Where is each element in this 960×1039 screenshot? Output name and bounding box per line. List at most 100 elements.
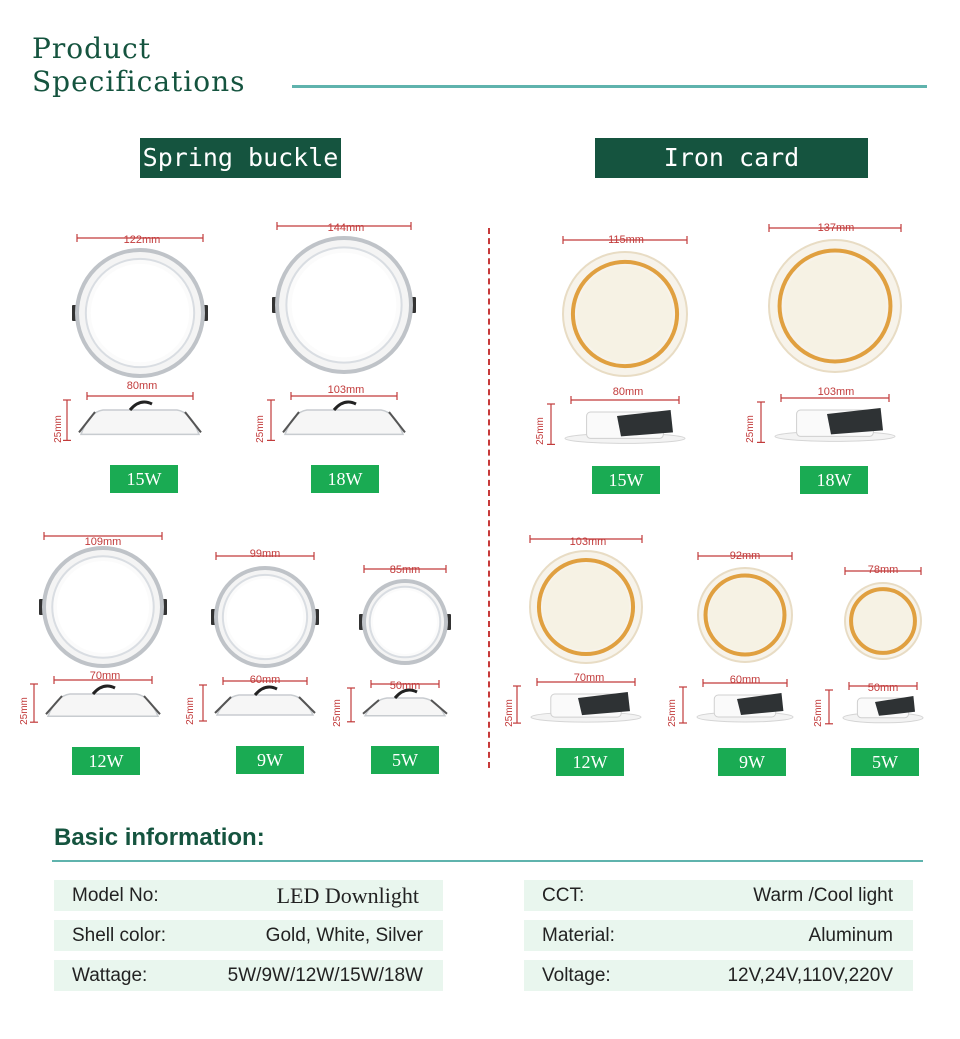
diameter-label: 122mm <box>123 234 161 246</box>
info-value: LED Downlight <box>276 882 419 908</box>
wattage-badge: 9W <box>236 746 304 774</box>
diameter-label: 99mm <box>249 548 281 560</box>
height-label: 25mm <box>504 699 515 727</box>
side-body <box>46 693 160 717</box>
power-cable <box>332 400 357 411</box>
downlight-panel <box>90 263 190 363</box>
product-iron-15w: 115mm 80mm 25mm 15W <box>532 230 722 496</box>
product-iron-12w: 103mm 70mm 25mm 12W <box>504 535 676 776</box>
cutout-label: 70mm <box>89 670 121 682</box>
cutout-label: 103mm <box>817 386 855 398</box>
wattage-badge: 12W <box>72 747 140 775</box>
downlight-illustration <box>30 532 167 723</box>
downlight-illustration <box>199 552 319 722</box>
diameter-label: 78mm <box>867 564 899 576</box>
downlight-illustration <box>547 236 688 445</box>
height-label: 25mm <box>813 699 824 727</box>
info-row-wattage: Wattage: 5W/9W/12W/15W/18W <box>54 960 443 991</box>
page-title: Product Specifications <box>32 32 245 98</box>
downlight-panel <box>708 578 782 652</box>
power-cable <box>253 685 278 696</box>
spring-arm <box>282 411 300 434</box>
info-label: Voltage: <box>542 964 611 986</box>
power-cable <box>91 684 116 695</box>
downlight-panel <box>542 563 630 651</box>
wattage-badge: 12W <box>556 748 624 776</box>
downlight-panel <box>373 590 437 654</box>
info-row-material: Material: Aluminum <box>524 920 913 951</box>
product-iron-5w: 78mm 50mm 25mm 5W <box>813 562 950 776</box>
downlight-illustration <box>757 224 902 443</box>
diameter-label: 137mm <box>817 222 855 234</box>
gold-ring <box>703 573 787 657</box>
cutout-label: 50mm <box>389 680 421 692</box>
info-row-voltage: Voltage: 12V,24V,110V,220V <box>524 960 913 991</box>
info-value: Gold, White, Silver <box>265 924 423 946</box>
section-divider <box>488 228 490 768</box>
height-label: 25mm <box>332 699 343 727</box>
downlight-illustration <box>679 552 794 724</box>
info-label: Model No: <box>72 884 159 906</box>
info-row-model: Model No: LED Downlight <box>54 880 443 911</box>
spring-buckle-tag: Spring buckle <box>140 138 341 178</box>
iron-card-clip <box>617 410 673 437</box>
downlight-illustration <box>267 222 416 441</box>
product-spring-9w: 99mm 60mm 25mm 9W <box>185 548 336 774</box>
basic-info-underline <box>52 860 923 862</box>
cutout-label: 50mm <box>867 682 899 694</box>
diameter-label: 103mm <box>569 536 607 548</box>
info-row-shell-color: Shell color: Gold, White, Silver <box>54 920 443 951</box>
diameter-label: 92mm <box>729 550 761 562</box>
basic-info-title: Basic information: <box>54 824 265 851</box>
wattage-badge: 15W <box>592 466 660 494</box>
cutout-label: 103mm <box>327 384 365 396</box>
downlight-panel <box>56 560 150 654</box>
info-value: 5W/9W/12W/15W/18W <box>227 964 423 986</box>
gold-ring <box>849 587 917 655</box>
height-label: 25mm <box>745 415 756 443</box>
downlight-panel <box>226 578 304 656</box>
height-label: 25mm <box>185 697 196 725</box>
downlight-panel <box>853 591 913 651</box>
height-label: 25mm <box>667 699 678 727</box>
product-spring-5w: 85mm 50mm 25mm 5W <box>332 562 464 774</box>
wattage-badge: 5W <box>371 746 439 774</box>
product-spring-18w: 144mm 103mm 25mm 18W <box>252 222 442 498</box>
wattage-badge: 18W <box>311 465 379 493</box>
page-title-line-1: Product <box>32 32 151 65</box>
height-label: 25mm <box>255 415 266 443</box>
info-label: Shell color: <box>72 924 166 946</box>
height-label: 25mm <box>535 417 546 445</box>
wattage-badge: 9W <box>718 748 786 776</box>
downlight-panel <box>291 252 397 358</box>
iron-card-tag: Iron card deduction <box>595 138 868 212</box>
cutout-label: 60mm <box>729 674 761 686</box>
diameter-label: 144mm <box>327 222 365 234</box>
info-row-cct: CCT: Warm /Cool light <box>524 880 913 911</box>
info-label: Material: <box>542 924 615 946</box>
downlight-illustration <box>825 567 924 725</box>
power-cable <box>128 400 153 411</box>
side-body <box>79 409 201 436</box>
page-title-line-2: Specifications <box>32 65 246 98</box>
cutout-label: 70mm <box>573 672 605 684</box>
downlight-illustration <box>347 565 451 723</box>
wattage-badge: 15W <box>110 465 178 493</box>
info-label: Wattage: <box>72 964 148 986</box>
product-spring-12w: 109mm 70mm 25mm 12W <box>19 532 202 775</box>
info-value: 12V,24V,110V,220V <box>727 964 893 986</box>
product-iron-18w: 137mm 103mm 25mm 18W <box>740 222 930 496</box>
wattage-badge: 18W <box>800 466 868 494</box>
downlight-panel <box>784 255 886 357</box>
side-body <box>283 409 405 436</box>
iron-card-clip <box>578 692 630 716</box>
spring-arm <box>388 411 406 434</box>
spring-arm <box>430 699 448 715</box>
downlight-illustration <box>513 535 643 724</box>
spring-arm <box>362 699 380 715</box>
gold-ring <box>777 248 893 364</box>
info-value: Warm /Cool light <box>753 884 893 906</box>
spring-arm <box>78 411 96 434</box>
cutout-label: 80mm <box>126 380 158 392</box>
info-value: Aluminum <box>808 924 893 946</box>
